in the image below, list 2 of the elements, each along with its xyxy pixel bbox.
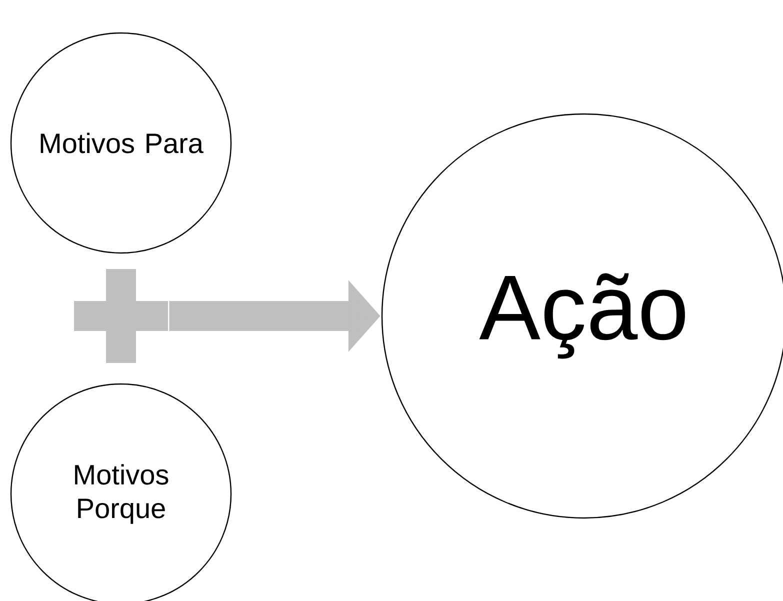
plus-sign xyxy=(74,269,168,363)
circle-node: Motivos Para xyxy=(10,32,232,254)
